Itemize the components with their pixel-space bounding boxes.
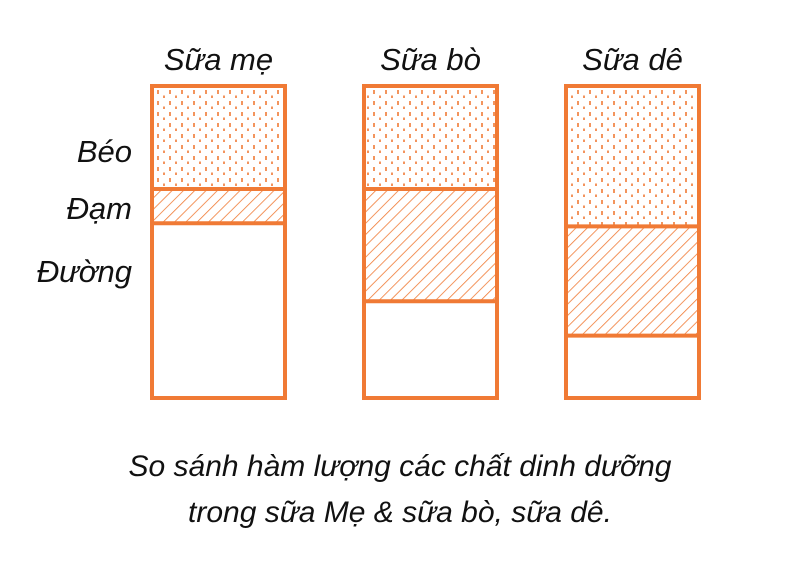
bar-segment: [364, 188, 497, 302]
caption-line-1: So sánh hàm lượng các chất dinh dưỡng: [128, 450, 672, 483]
bar-outline: [362, 84, 499, 400]
chart-caption: So sánh hàm lượng các chất dinh dưỡng tr…: [0, 448, 800, 531]
bar-segment: [152, 223, 285, 398]
bar-outline: [150, 84, 287, 400]
legend-label: Đường: [37, 254, 132, 289]
column-title: Sữa bò: [380, 42, 481, 77]
caption-line-2: trong sữa Mẹ & sữa bò, sữa dê.: [188, 495, 612, 529]
bar-segment: [566, 226, 699, 336]
bar-segments: [150, 84, 701, 400]
bar-segment: [364, 301, 497, 398]
bar-outline: [564, 84, 701, 400]
bar-segment: [566, 335, 699, 398]
legend-label: Đạm: [67, 191, 132, 226]
legend-label: Béo: [77, 134, 132, 169]
bar-segment: [364, 86, 497, 189]
bar-segment: [566, 86, 699, 227]
bar-segment: [152, 188, 285, 224]
column-title: Sữa mẹ: [164, 42, 273, 77]
column-titles: Sữa mẹ Sữa bò Sữa dê: [164, 42, 683, 77]
column-title: Sữa dê: [582, 42, 683, 77]
bar-segment: [152, 86, 285, 189]
